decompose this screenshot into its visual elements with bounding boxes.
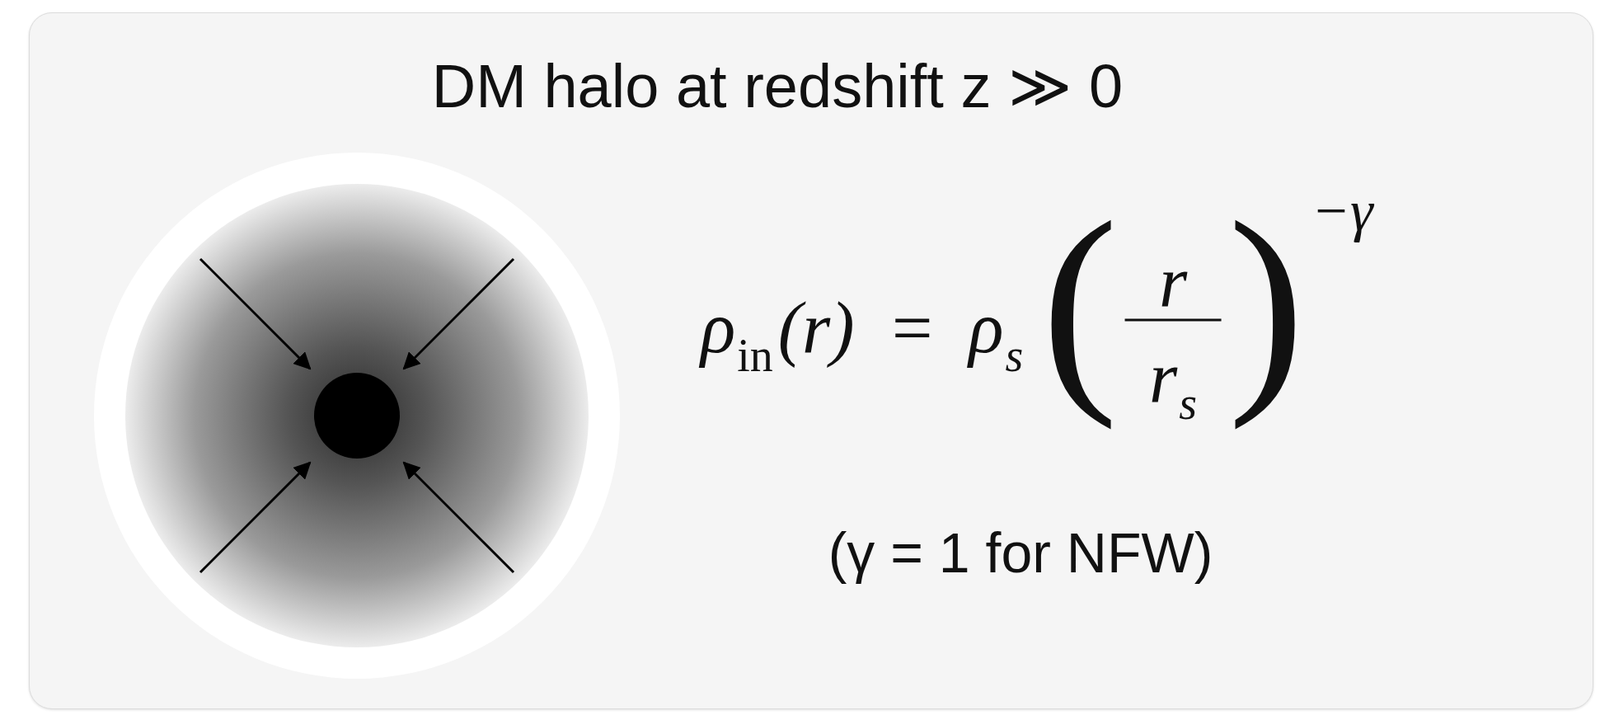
infall-arrow: [403, 462, 514, 573]
density-symbol: ρ: [700, 291, 736, 365]
halo-density: [125, 183, 589, 648]
formula-text: (r) = ρ: [778, 291, 1005, 365]
subscript: in: [736, 332, 774, 379]
subscript: s: [1005, 332, 1024, 379]
profile-note: (γ = 1 for NFW): [828, 524, 1214, 581]
big-parenthesis: (: [1041, 187, 1118, 418]
denominator: r: [1149, 341, 1178, 414]
numerator: r: [1158, 245, 1188, 319]
infall-arrow: [200, 258, 310, 369]
central-black-hole: [314, 372, 400, 459]
fraction-bar: [1125, 319, 1222, 322]
exponent: −γ: [1311, 182, 1374, 240]
big-parenthesis: ): [1228, 187, 1305, 418]
halo-outer-ring: [93, 152, 620, 679]
infall-arrow: [200, 462, 310, 573]
infall-arrow: [403, 258, 514, 369]
subscript: s: [1178, 380, 1197, 427]
title: DM halo at redshift z ≫ 0: [431, 56, 1123, 118]
